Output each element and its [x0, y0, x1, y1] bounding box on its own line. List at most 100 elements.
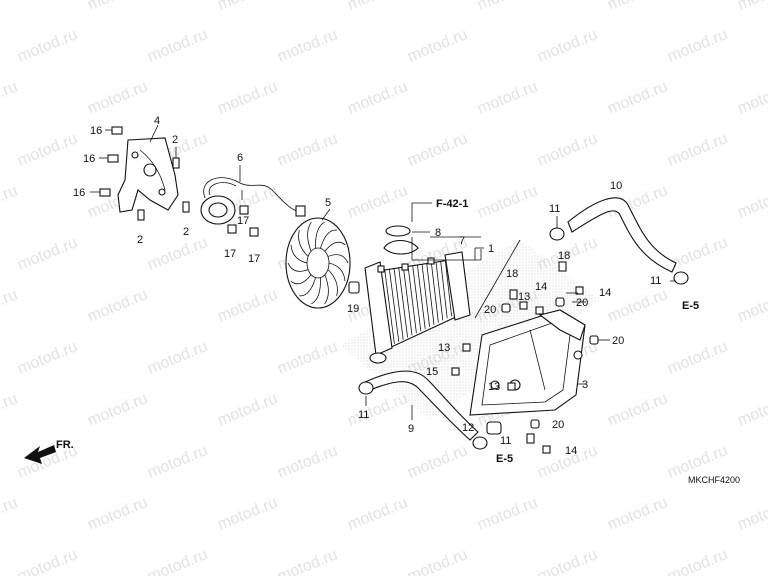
- cap-7: [383, 239, 419, 255]
- watermark-text: motod.ru: [405, 546, 470, 576]
- fan-blade: [328, 262, 346, 282]
- watermark-text: motod.ru: [15, 546, 80, 576]
- watermark-text: motod.ru: [735, 0, 768, 14]
- clip-2-b: [137, 209, 145, 221]
- direction-label: FR.: [56, 439, 74, 451]
- fan-blade: [324, 241, 346, 252]
- watermark-text: motod.ru: [145, 338, 210, 377]
- radiator-fin: [398, 267, 408, 338]
- plug-12: [486, 421, 502, 435]
- fan-blade: [299, 277, 316, 297]
- callout-20-right: 20: [612, 335, 624, 347]
- fan-blade: [298, 230, 309, 257]
- grommet-20-c: [589, 335, 599, 345]
- callout-8: 8: [435, 227, 441, 239]
- watermark-text: motod.ru: [605, 494, 670, 533]
- callout-11-left: 11: [358, 409, 369, 421]
- fastener-15: [451, 367, 460, 376]
- gasket-8: [385, 225, 411, 237]
- watermark-text: motod.ru: [275, 546, 340, 576]
- callout-14-bottom: 14: [565, 445, 577, 457]
- hose-clamp-11-top: [549, 227, 565, 241]
- callout-2-left: 2: [137, 234, 143, 246]
- watermark-text: motod.ru: [735, 286, 768, 325]
- watermark-text: motod.ru: [405, 442, 470, 481]
- callout-16-bottom: 16: [73, 187, 85, 199]
- leader-lines: [149, 124, 676, 420]
- watermark-text: motod.ru: [275, 442, 340, 481]
- radiator-part: [364, 251, 471, 364]
- watermark-text: motod.ru: [475, 494, 540, 533]
- callout-18-left: 18: [506, 268, 518, 280]
- fastener-14-b: [575, 286, 584, 295]
- callout-13-mid: 13: [438, 342, 450, 354]
- diagram-code: MKCHF4200: [688, 475, 740, 485]
- callout-11-right: 11: [650, 275, 661, 287]
- grommet-20-b: [555, 297, 565, 307]
- watermark-text: motod.ru: [85, 78, 150, 117]
- watermark-text: motod.ru: [605, 286, 670, 325]
- callout-16-mid: 16: [83, 153, 95, 165]
- watermark-text: motod.ru: [145, 442, 210, 481]
- bolt-16-mid: [99, 154, 119, 163]
- nut-19: [348, 281, 360, 294]
- watermark-text: motod.ru: [535, 130, 600, 169]
- watermark-text: motod.ru: [145, 26, 210, 65]
- watermark-text: motod.ru: [735, 78, 768, 117]
- callout-4: 4: [154, 115, 160, 127]
- watermark-text: motod.ru: [345, 78, 410, 117]
- fan-blade: [327, 269, 338, 296]
- fastener-18-a: [509, 289, 518, 300]
- callout-15: 15: [426, 366, 438, 378]
- callout-20-top: 20: [576, 297, 588, 309]
- radiator-fin: [421, 263, 430, 327]
- upper-hose-10: [567, 197, 677, 273]
- watermark-text: motod.ru: [215, 390, 280, 429]
- watermark-text: motod.ru: [275, 338, 340, 377]
- hose-clamp-11-right: [673, 271, 689, 285]
- watermark-text: motod.ru: [85, 286, 150, 325]
- fastener-18-b: [558, 261, 567, 272]
- fan-shroud-bracket-part: [117, 137, 179, 213]
- callout-16-top: 16: [90, 125, 102, 137]
- callout-5: 5: [325, 197, 331, 209]
- watermark-text: motod.ru: [15, 130, 80, 169]
- callout-17-left: 17: [224, 248, 236, 260]
- bolt-16-top: [105, 126, 123, 135]
- watermark-text: motod.ru: [275, 26, 340, 65]
- radiator-fin: [412, 265, 422, 332]
- callout-2-right: 2: [183, 226, 189, 238]
- watermark-text: motod.ru: [605, 0, 670, 14]
- radiator-fin: [393, 267, 404, 340]
- clip-2-c: [182, 201, 190, 213]
- clip-17-a: [239, 205, 249, 215]
- fastener-14-a: [535, 306, 544, 315]
- callout-20-left: 20: [484, 304, 496, 316]
- fastener-13-c: [507, 382, 516, 391]
- watermark-text: motod.ru: [665, 338, 730, 377]
- watermark-text: motod.ru: [0, 0, 20, 14]
- callout-17-bottom: 17: [248, 253, 260, 265]
- clip-17-c: [249, 227, 259, 237]
- watermark-text: motod.ru: [85, 0, 150, 14]
- watermark-text: motod.ru: [0, 286, 20, 325]
- watermark-text: motod.ru: [0, 182, 20, 221]
- cooling-fan-part: [285, 217, 351, 309]
- radiator-fin: [416, 264, 426, 329]
- front-direction-arrow: [24, 445, 56, 464]
- fan-blade: [315, 221, 325, 249]
- radiator-fin: [435, 261, 444, 321]
- hose-clamp-11-bottom: [472, 436, 488, 450]
- fan-blade: [287, 262, 309, 272]
- callout-7: 7: [459, 235, 465, 247]
- hose-clamp-11-left: [358, 381, 374, 395]
- callout-3: 3: [582, 379, 588, 391]
- watermark-text: motod.ru: [145, 546, 210, 576]
- watermark-text: motod.ru: [405, 26, 470, 65]
- radiator-fin: [388, 268, 400, 342]
- watermark-text: motod.ru: [0, 390, 20, 429]
- fan-blade: [307, 221, 312, 252]
- watermark-text: motod.ru: [345, 390, 410, 429]
